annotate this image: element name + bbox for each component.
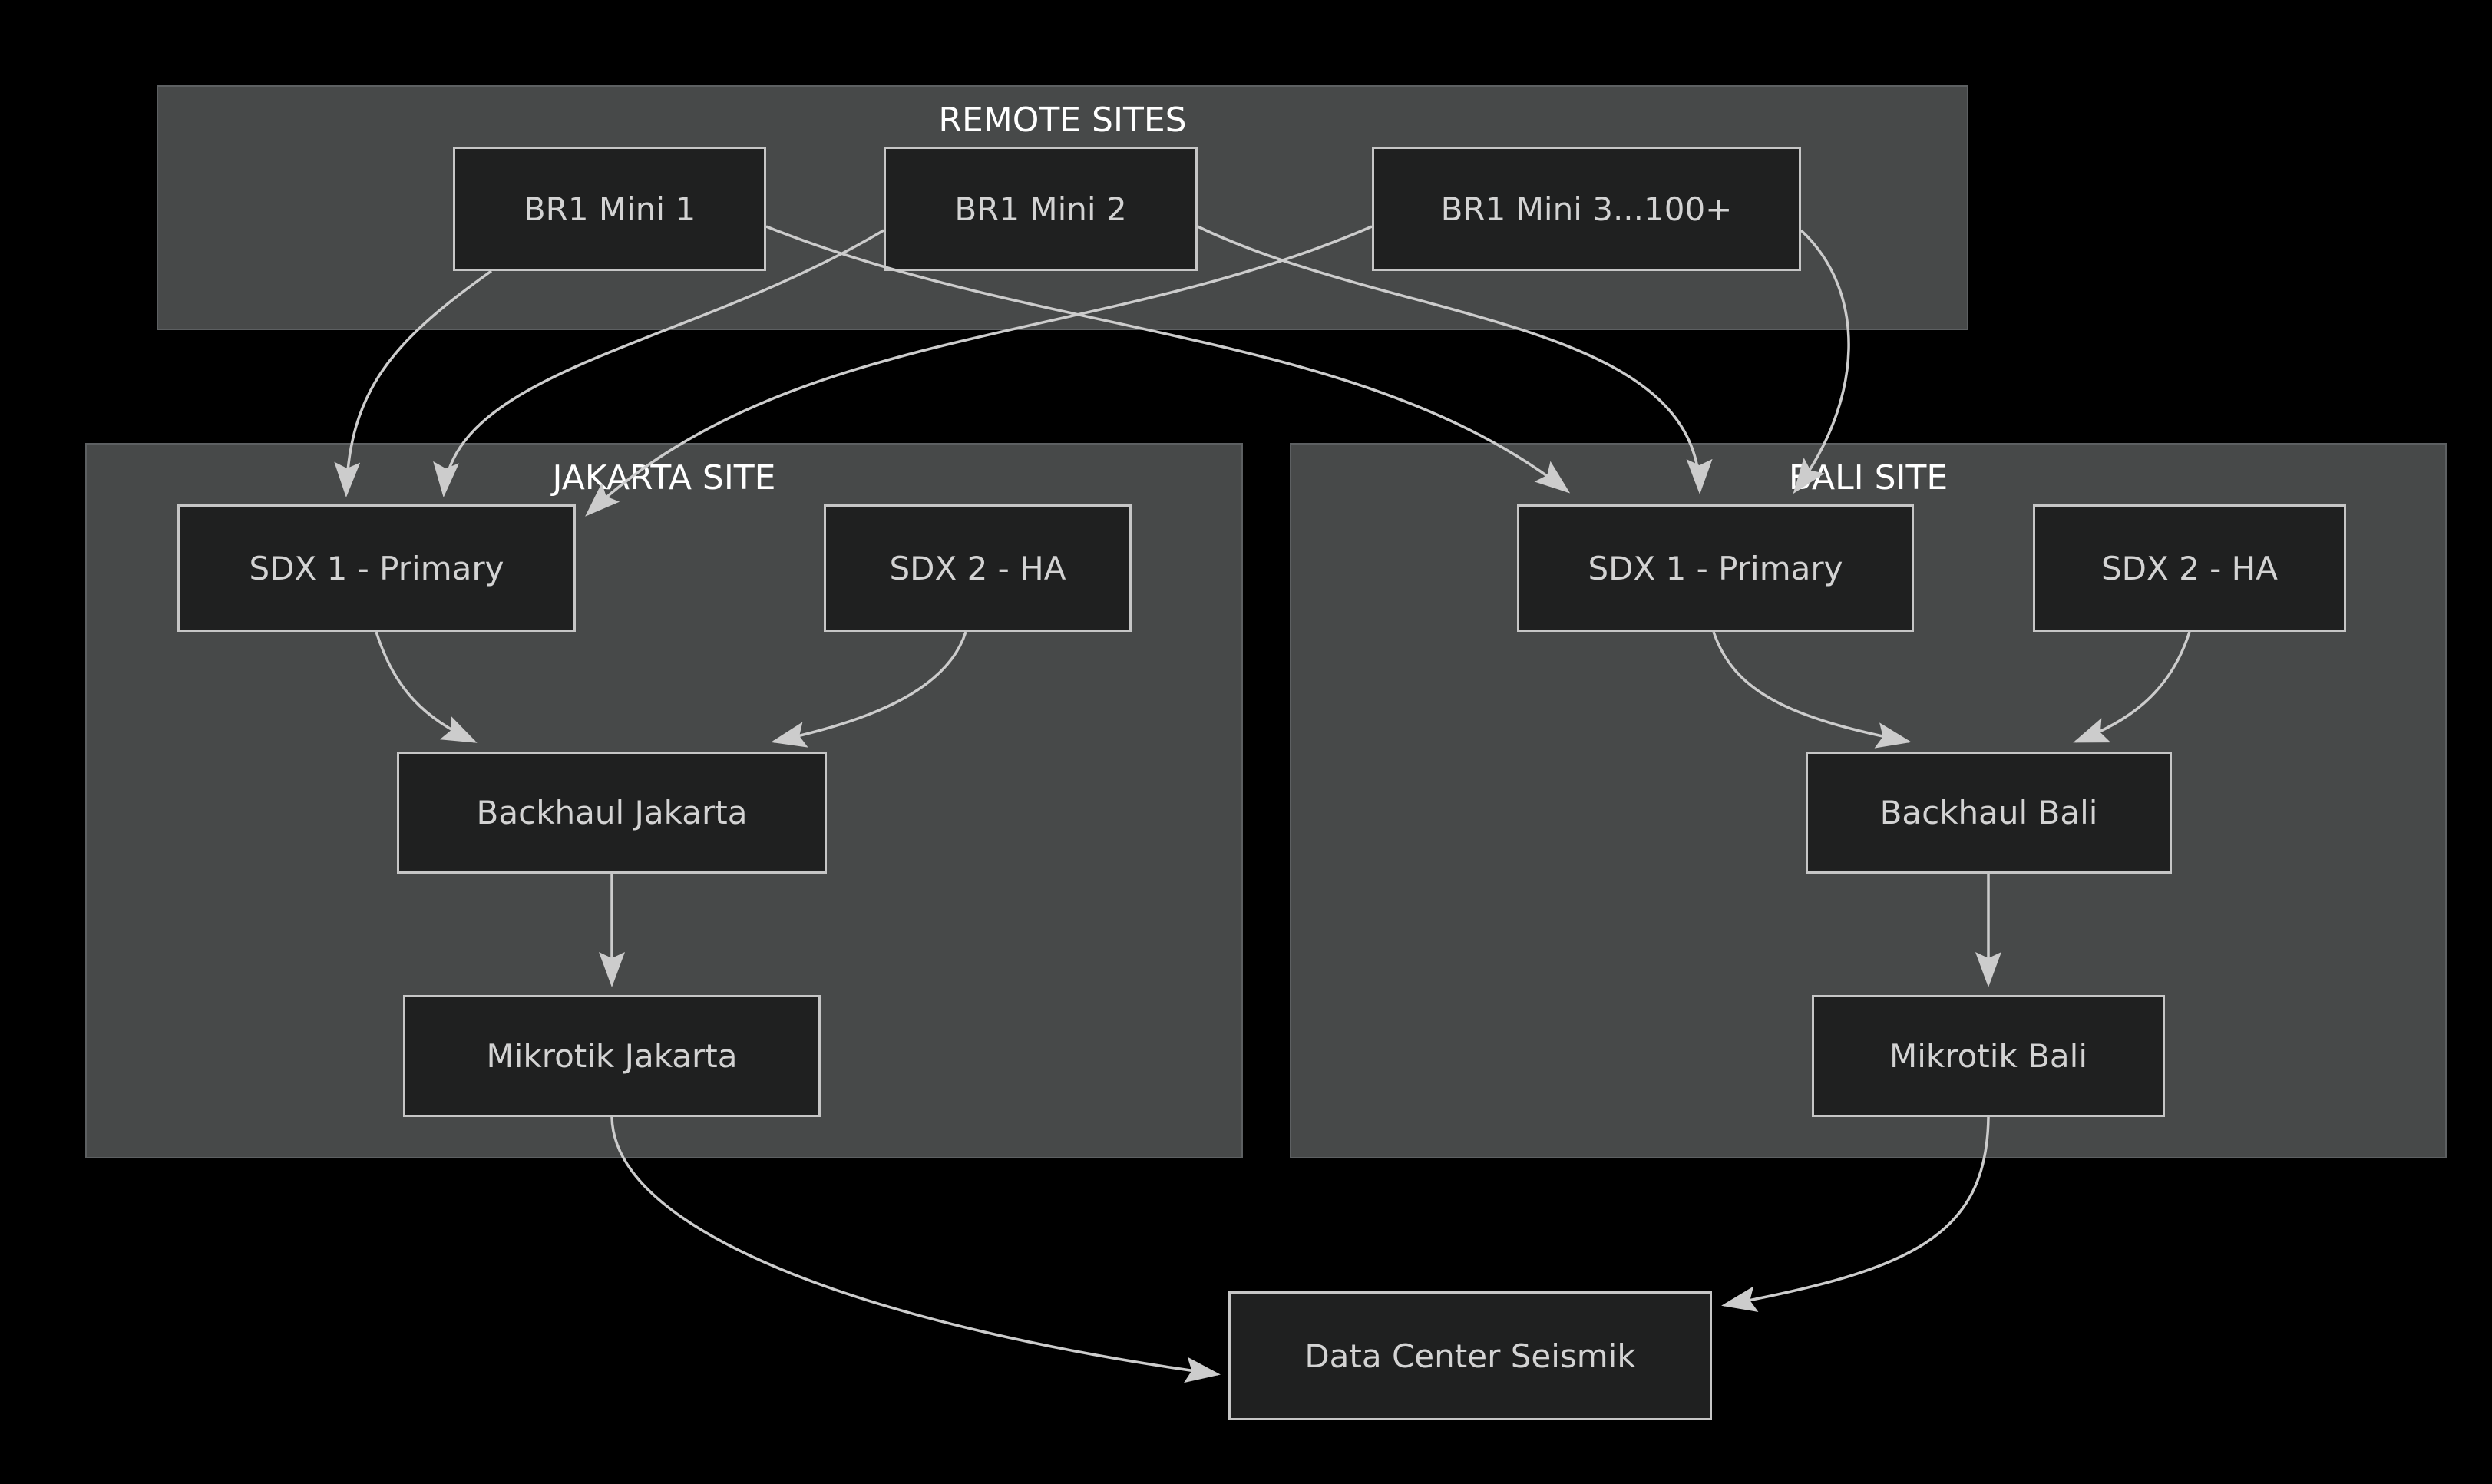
node-bali-sdx1-primary: SDX 1 - Primary bbox=[1517, 504, 1914, 632]
node-jakarta-sdx1-primary-label: SDX 1 - Primary bbox=[249, 549, 504, 587]
node-mikrotik-jakarta-label: Mikrotik Jakarta bbox=[486, 1037, 738, 1075]
node-bali-sdx2-ha: SDX 2 - HA bbox=[2033, 504, 2346, 632]
node-backhaul-jakarta-label: Backhaul Jakarta bbox=[476, 794, 748, 831]
node-mikrotik-bali-label: Mikrotik Bali bbox=[1889, 1037, 2087, 1075]
node-br1-mini-3-label: BR1 Mini 3...100+ bbox=[1440, 190, 1733, 228]
node-backhaul-bali-label: Backhaul Bali bbox=[1879, 794, 2098, 831]
node-backhaul-jakarta: Backhaul Jakarta bbox=[397, 752, 827, 874]
node-br1-mini-1-label: BR1 Mini 1 bbox=[523, 190, 696, 228]
cluster-jakarta-site-title: JAKARTA SITE bbox=[552, 458, 776, 497]
node-br1-mini-2: BR1 Mini 2 bbox=[884, 147, 1198, 271]
node-data-center-seismik: Data Center Seismik bbox=[1228, 1291, 1712, 1420]
cluster-bali-site-title: BALI SITE bbox=[1788, 458, 1948, 497]
cluster-remote-sites-title: REMOTE SITES bbox=[938, 101, 1187, 140]
node-mikrotik-bali: Mikrotik Bali bbox=[1812, 995, 2165, 1117]
node-data-center-seismik-label: Data Center Seismik bbox=[1304, 1337, 1636, 1375]
node-bali-sdx1-primary-label: SDX 1 - Primary bbox=[1588, 549, 1843, 587]
node-mikrotik-jakarta: Mikrotik Jakarta bbox=[403, 995, 821, 1117]
node-jakarta-sdx1-primary: SDX 1 - Primary bbox=[177, 504, 576, 632]
node-br1-mini-2-label: BR1 Mini 2 bbox=[954, 190, 1127, 228]
node-jakarta-sdx2-ha: SDX 2 - HA bbox=[824, 504, 1132, 632]
node-backhaul-bali: Backhaul Bali bbox=[1806, 752, 2172, 874]
node-jakarta-sdx2-ha-label: SDX 2 - HA bbox=[889, 549, 1066, 587]
node-bali-sdx2-ha-label: SDX 2 - HA bbox=[2100, 549, 2278, 587]
node-br1-mini-3: BR1 Mini 3...100+ bbox=[1372, 147, 1801, 271]
node-br1-mini-1: BR1 Mini 1 bbox=[453, 147, 766, 271]
